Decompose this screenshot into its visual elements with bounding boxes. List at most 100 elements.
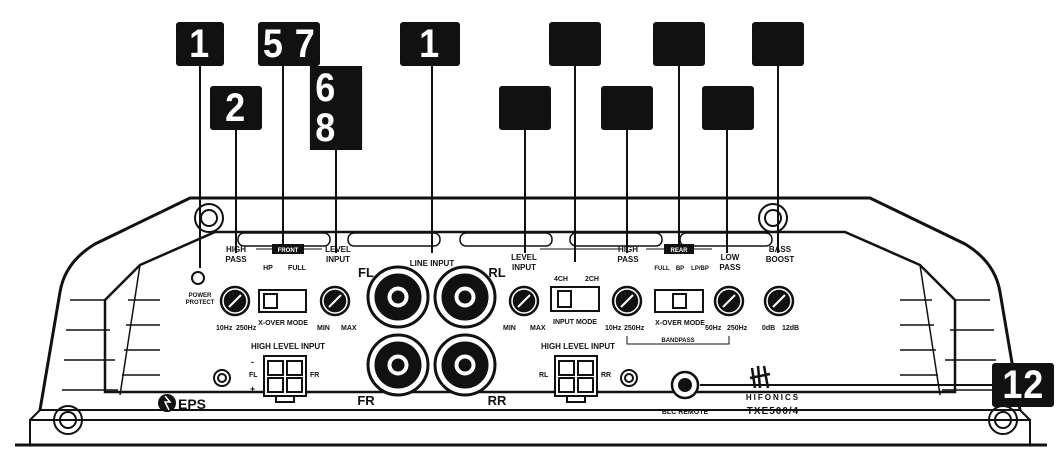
model-label: TXE500/4 <box>747 406 799 417</box>
amplifier-chassis <box>15 196 1047 447</box>
bass-boost-label-2: BOOST <box>766 255 795 264</box>
rca-line-inputs: FR RR <box>357 265 507 408</box>
low-pass-knob-icon <box>713 285 745 317</box>
callout-6-8: 6 8 <box>297 66 365 150</box>
hifonics-logo-icon <box>749 365 771 389</box>
fr-small: FR <box>310 372 319 379</box>
ground-screw-right-icon <box>620 369 638 387</box>
input-mode-label: INPUT MODE <box>553 319 597 326</box>
rl-small: RL <box>539 372 549 379</box>
db12-label: 12dB <box>782 325 799 332</box>
power-protect-label-line2: PROTECT <box>186 300 215 306</box>
level-input-front-knob-icon <box>319 285 351 317</box>
callout-text: 6 8 <box>309 66 363 150</box>
max-label: MAX <box>341 325 357 332</box>
level-input-rear-knob-icon <box>508 285 540 317</box>
switches: X-OVER MODE INPUT MODE X-OVER MODE <box>258 286 705 327</box>
x-over-mode-rear-label: X-OVER MODE <box>655 320 705 327</box>
high-pass-rear-knob-icon <box>611 285 643 317</box>
high-pass-front-knob-icon <box>219 285 251 317</box>
high-level-inputs: HIGH LEVEL INPUT - FL + FR HIGH LEVEL IN… <box>249 342 615 403</box>
level-input-front-label-2: INPUT <box>326 255 350 264</box>
rr-label: RR <box>488 393 507 408</box>
bp-label: BP <box>676 266 684 272</box>
low-pass-label-1: LOW <box>721 253 740 262</box>
screw-bottom-left-icon <box>53 405 83 435</box>
fl-small: FL <box>249 372 258 379</box>
high-level-input-rear-label: HIGH LEVEL INPUT <box>541 342 615 351</box>
x-over-mode-rear-switch <box>654 289 704 313</box>
high-level-connector-front-icon <box>263 355 307 403</box>
callout-1-line-input: 1 <box>400 22 460 66</box>
callout-5-7: 5 7 <box>258 22 320 66</box>
callout-text: 1 <box>419 22 441 66</box>
fl-minus: - <box>251 357 254 367</box>
bandpass-label: BANDPASS <box>661 338 694 344</box>
high-level-connector-rear-icon <box>554 355 598 403</box>
brand-logo: HIFONICS TXE500/4 <box>746 365 799 417</box>
power-protect-led: POWER PROTECT <box>186 271 215 306</box>
blc-remote-label: BLC REMOTE <box>662 409 709 416</box>
full-rear-label: FULL <box>654 266 670 272</box>
ground-screws <box>213 369 638 387</box>
callout-blank-high-pass-rear <box>601 86 653 130</box>
level-input-rear-label-2: INPUT <box>512 263 536 272</box>
mounting-screws <box>53 203 1018 435</box>
callout-12: 12 <box>992 363 1054 407</box>
level-input-front-label-1: LEVEL <box>325 245 351 254</box>
callout-text: 2 <box>225 86 247 130</box>
range-labels: 10Hz 250Hz MIN MAX MIN MAX 10Hz 250Hz 50… <box>216 325 799 345</box>
input-mode-switch <box>550 286 600 312</box>
rl-label: RL <box>488 265 505 280</box>
front-badge: FRONT <box>278 248 299 254</box>
high-pass-rear-label-1: HIGH <box>618 245 638 254</box>
callout-blank-input-mode <box>549 22 601 66</box>
min-rear-label: MIN <box>503 325 516 332</box>
bass-boost-knob-icon <box>763 285 795 317</box>
callout-1-top-left: 1 <box>176 22 224 66</box>
max-rear-label: MAX <box>530 325 546 332</box>
header-labels: HIGH PASS FRONT HP FULL LEVEL INPUT LINE… <box>225 244 794 283</box>
eps-label: EPS <box>178 396 206 412</box>
hz250-rear-label: 250Hz <box>624 325 645 332</box>
x-over-mode-front-label: X-OVER MODE <box>258 320 308 327</box>
rca-rl-icon <box>433 265 497 329</box>
blc-remote-port: BLC REMOTE <box>662 370 709 416</box>
eps-logo: EPS <box>158 394 206 412</box>
two-ch-label: 2CH <box>585 276 599 283</box>
callout-blank-bass-boost <box>752 22 804 66</box>
callout-text: 12 <box>1002 363 1044 407</box>
callout-blank-level-rear <box>499 86 551 130</box>
callout-leader-lines <box>199 60 1000 386</box>
min-label: MIN <box>317 325 330 332</box>
rca-fl-icon <box>366 265 430 329</box>
hz50-label: 50Hz <box>705 325 722 332</box>
four-ch-label: 4CH <box>554 276 568 283</box>
full-label: FULL <box>288 265 307 272</box>
rear-badge: REAR <box>670 248 688 254</box>
x-over-mode-front-switch <box>258 289 307 313</box>
high-level-input-front-label: HIGH LEVEL INPUT <box>251 342 325 351</box>
hp-label: HP <box>263 265 273 272</box>
power-protect-label-line1: POWER <box>189 293 212 299</box>
callout-blank-low-pass <box>702 86 754 130</box>
rca-rr-icon <box>433 333 497 397</box>
hz250-label: 250Hz <box>236 325 257 332</box>
high-pass-front-label-1: HIGH <box>226 245 246 254</box>
rca-fr-icon <box>366 333 430 397</box>
hz10-label: 10Hz <box>216 325 233 332</box>
db0-label: 0dB <box>762 325 775 332</box>
level-input-rear-label-1: LEVEL <box>511 253 537 262</box>
high-pass-rear-label-2: PASS <box>617 255 639 264</box>
line-input-label: LINE INPUT <box>410 259 455 268</box>
knobs <box>219 285 795 317</box>
callout-text: 5 7 <box>262 22 316 66</box>
fl-plus: + <box>250 384 255 394</box>
fr-label: FR <box>357 393 375 408</box>
callout-blank-rear-xover <box>653 22 705 66</box>
callout-2: 2 <box>210 86 262 130</box>
lp-bp-label: LP/BP <box>691 266 709 272</box>
bass-boost-label-1: BASS <box>769 245 792 254</box>
ground-screw-left-icon <box>213 369 231 387</box>
